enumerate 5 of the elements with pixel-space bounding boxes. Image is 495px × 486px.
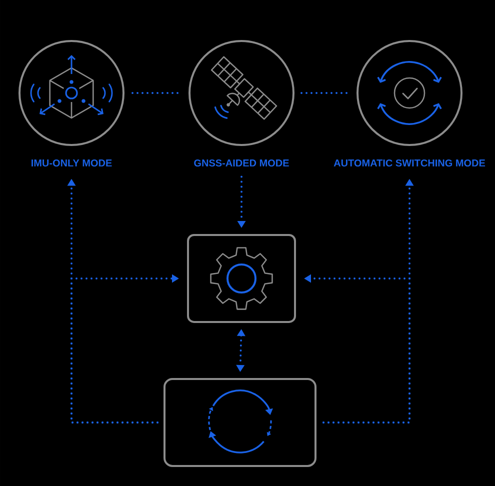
mode-label: AUTOMATIC SWITCHING MODE bbox=[334, 159, 486, 167]
mode-label: GNSS-AIDED MODE bbox=[194, 159, 289, 167]
mode-label: IMU-ONLY MODE bbox=[32, 159, 112, 167]
dotted-line bbox=[132, 92, 182, 94]
dotted-line bbox=[300, 92, 350, 94]
